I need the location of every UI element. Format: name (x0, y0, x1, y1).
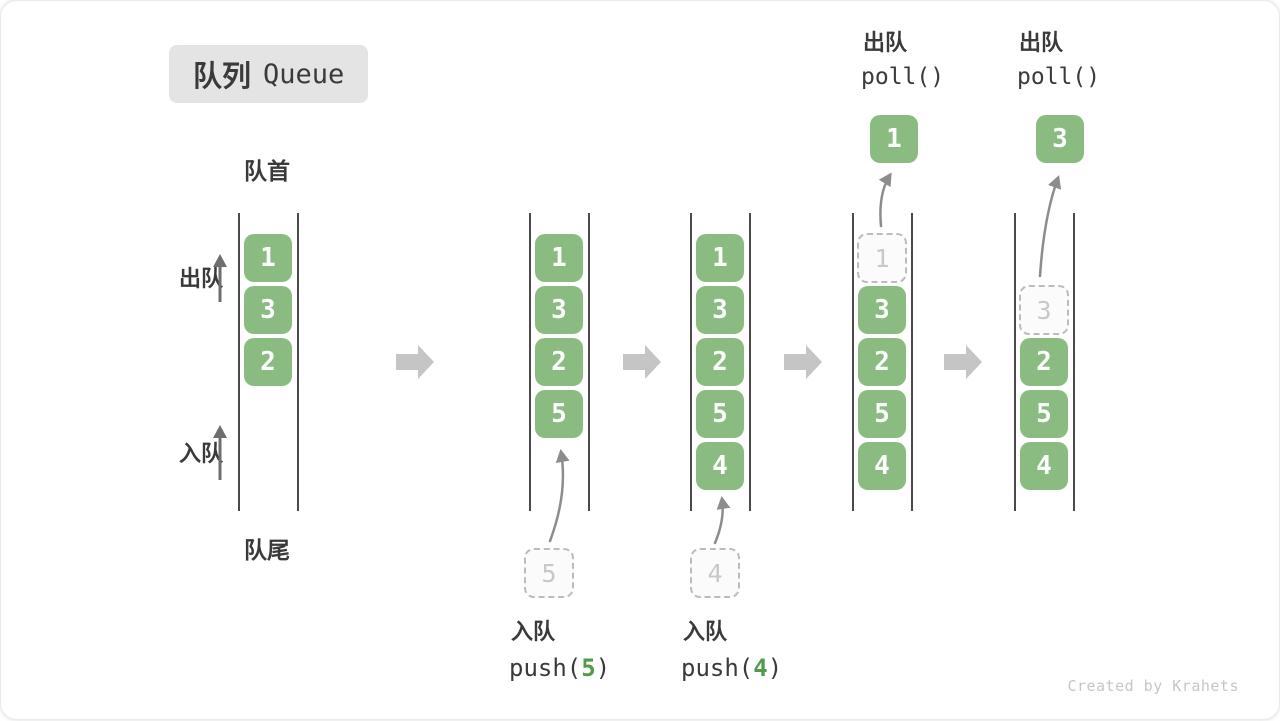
queue-wall-left (852, 213, 854, 511)
queue-item-box: 4 (858, 442, 906, 490)
queue-item-box: 2 (535, 338, 583, 386)
transition-arrow-icon-4 (944, 345, 982, 379)
queue-wall-right (1073, 213, 1075, 511)
queue-item-box: 5 (696, 390, 744, 438)
code-fn-close: ) (595, 654, 611, 682)
queue-item-box: 2 (244, 338, 292, 386)
enqueue-caption-zh: 入队 (511, 619, 556, 644)
queue-item-box: 4 (696, 442, 744, 490)
transition-arrow-icon-2 (623, 345, 661, 379)
queue-item-box: 1 (535, 234, 583, 282)
queue-wall-right (749, 213, 751, 511)
code-arg: 4 (753, 654, 768, 682)
enqueue-arrow-state2 (548, 449, 570, 543)
queue-wall-right (297, 213, 299, 511)
queue-item-box: 2 (1020, 338, 1068, 386)
removed-ghost-box: 3 (1019, 285, 1069, 335)
code-fn-open: push( (681, 654, 754, 682)
incoming-ghost-box: 4 (690, 548, 740, 598)
dequeue-header-code: poll() (1017, 64, 1101, 90)
incoming-ghost-box: 5 (524, 548, 574, 598)
dequeue-arrow-state5 (1038, 175, 1062, 278)
queue-wall-left (690, 213, 692, 511)
queue-item-box: 1 (696, 234, 744, 282)
dequeue-header-zh: 出队 (863, 30, 908, 55)
code-fn-open: push( (509, 654, 582, 682)
queue-item-box: 3 (535, 286, 583, 334)
queue-front-label: 队首 (244, 158, 290, 184)
enqueue-caption-zh: 入队 (683, 619, 728, 644)
dequeue-arrow-state4 (878, 172, 892, 228)
queue-item-box: 5 (1020, 390, 1068, 438)
watermark: Created by Krahets (1067, 677, 1239, 695)
queue-wall-left (529, 213, 531, 511)
queue-wall-right (588, 213, 590, 511)
enqueue-arrow-state3 (713, 496, 731, 545)
queue-item-box: 4 (1020, 442, 1068, 490)
queue-item-box: 3 (858, 286, 906, 334)
enqueue-caption-code: push(4) (681, 655, 782, 681)
dequeue-header-zh: 出队 (1019, 30, 1064, 55)
title-en: Queue (263, 58, 345, 90)
queue-item-box: 1 (244, 234, 292, 282)
queue-item-box: 5 (858, 390, 906, 438)
queue-wall-right (911, 213, 913, 511)
queue-item-box: 3 (696, 286, 744, 334)
title-badge: 队列 Queue (169, 45, 369, 103)
popped-item-box: 3 (1036, 115, 1084, 163)
queue-wall-left (238, 213, 240, 511)
queue-item-box: 3 (244, 286, 292, 334)
queue-item-box: 2 (858, 338, 906, 386)
queue-item-box: 2 (696, 338, 744, 386)
code-arg: 5 (581, 654, 596, 682)
enqueue-side-label: 入队 (179, 441, 224, 466)
title-zh: 队列 (193, 61, 252, 93)
transition-arrow-icon-1 (396, 345, 434, 379)
dequeue-side-label: 出队 (179, 266, 224, 291)
transition-arrow-icon-3 (784, 345, 822, 379)
removed-ghost-box: 1 (857, 233, 907, 283)
enqueue-caption-code: push(5) (509, 655, 610, 681)
queue-wall-left (1014, 213, 1016, 511)
code-fn-close: ) (767, 654, 783, 682)
popped-item-box: 1 (870, 115, 918, 163)
queue-rear-label: 队尾 (244, 537, 290, 563)
queue-item-box: 5 (535, 390, 583, 438)
dequeue-header-code: poll() (861, 64, 945, 90)
